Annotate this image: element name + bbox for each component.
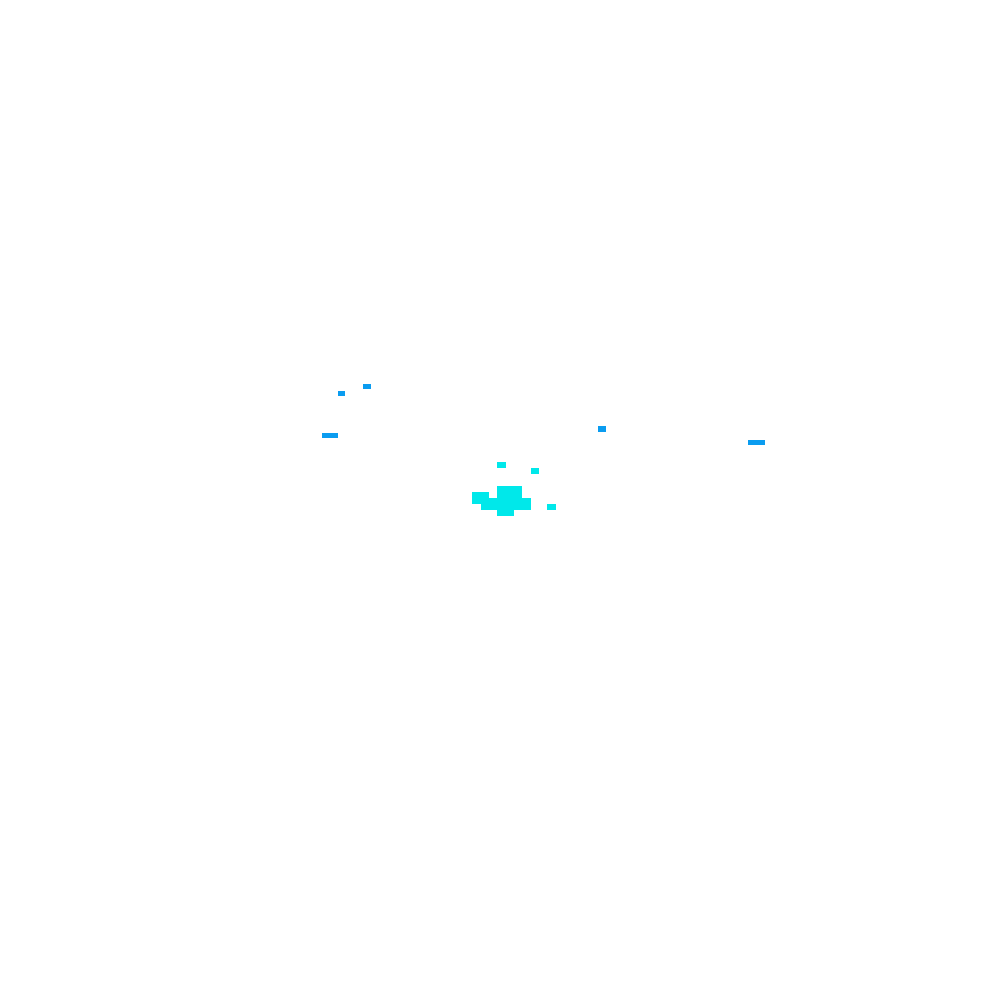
cyan-speck [531, 468, 539, 474]
cyan-speck [547, 504, 556, 510]
blue-speck [322, 433, 338, 438]
blue-speck [598, 426, 606, 432]
blue-speck [363, 384, 371, 389]
cyan-blob [497, 486, 522, 510]
blue-speck [748, 440, 765, 445]
blue-speck [338, 391, 345, 396]
cyan-speck [497, 462, 506, 468]
cyan-blob [497, 508, 514, 516]
